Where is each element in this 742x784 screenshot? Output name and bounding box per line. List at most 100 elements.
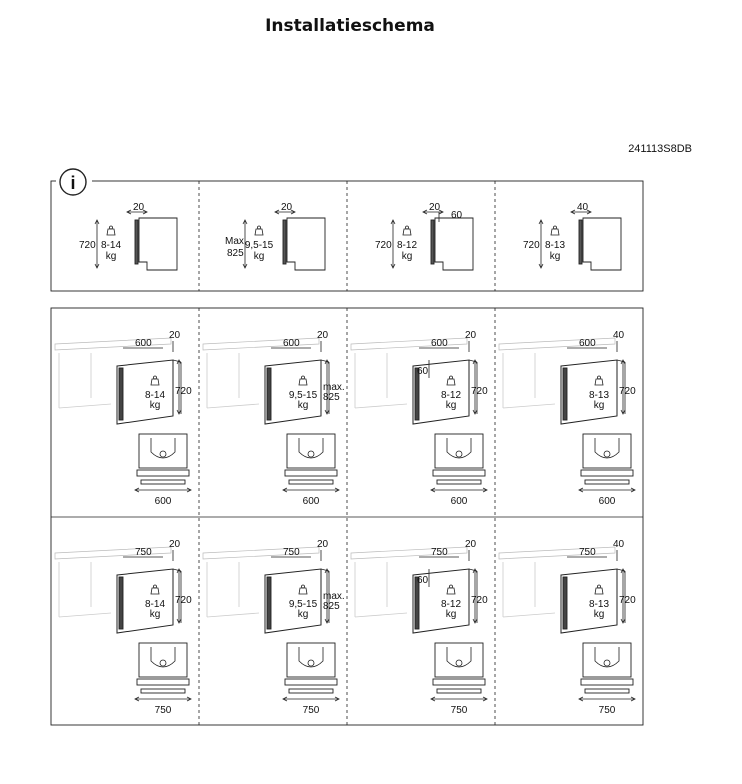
front-view-niche [138, 433, 188, 469]
front-view-base [284, 678, 338, 686]
front-view-base [432, 469, 486, 477]
appliance-door [562, 576, 568, 630]
niche-depth-label: 750 [283, 547, 300, 558]
door-panel [578, 219, 583, 265]
unit-label: kg [254, 251, 265, 262]
appliance-door [414, 576, 420, 630]
height-prefix-label: Max [225, 236, 244, 247]
appliance-door [266, 367, 272, 421]
arrow-head [630, 696, 636, 702]
weight-body [594, 378, 604, 386]
front-view-niche [434, 433, 484, 469]
door-panel [282, 219, 287, 265]
weight-ring [257, 225, 261, 230]
front-view-niche [286, 642, 336, 678]
unit-label: kg [446, 609, 457, 620]
arrow-head [242, 219, 248, 225]
weight-icon [254, 225, 264, 236]
appliance-door [118, 367, 124, 421]
top-gap-label: 40 [613, 539, 625, 550]
front-view-circle [307, 450, 315, 458]
info-icon: i [59, 168, 87, 196]
niche-width-label: 600 [155, 496, 172, 507]
front-view-base [136, 469, 190, 477]
arrow-head [186, 487, 192, 493]
height-label: 720 [471, 386, 488, 397]
unit-label: kg [150, 609, 161, 620]
front-view-niche [286, 433, 336, 469]
front-view-circle [455, 659, 463, 667]
weight-body [446, 378, 456, 386]
height-label: 720 [619, 386, 636, 397]
appliance-body [412, 359, 470, 425]
weight-label: 8-12 [441, 599, 461, 610]
countertop [498, 546, 616, 560]
arrow-head [324, 568, 330, 574]
weight-ring [109, 225, 113, 230]
weight-body [402, 228, 412, 236]
front-view-drum [594, 647, 620, 668]
top-gap-label: 40 [613, 330, 625, 341]
niche-width-label: 750 [155, 705, 172, 716]
arrow-head [482, 487, 488, 493]
door-panel [134, 219, 139, 265]
height-label: 825 [323, 392, 340, 403]
front-view-drum [594, 438, 620, 459]
weight-body [446, 587, 456, 595]
appliance-body [264, 359, 322, 425]
weight-label: 8-12 [397, 240, 417, 251]
arrow-head [630, 487, 636, 493]
height-label: 825 [323, 601, 340, 612]
height-label: 720 [523, 240, 540, 251]
countertop [54, 546, 172, 560]
countertop [350, 337, 468, 351]
front-view-base [432, 678, 486, 686]
arrow-head [620, 568, 626, 574]
weight-icon [594, 375, 604, 386]
weight-body [254, 228, 264, 236]
front-view-niche [434, 642, 484, 678]
front-view-plinth [436, 688, 482, 694]
arrow-head [324, 618, 330, 624]
height-label: 720 [471, 595, 488, 606]
niche-depth-label: 750 [579, 547, 596, 558]
weight-ring [553, 225, 557, 230]
countertop [54, 337, 172, 351]
unit-label: kg [402, 251, 413, 262]
cabinet-floor [58, 612, 112, 618]
front-view-drum [298, 647, 324, 668]
top-gap-label: 20 [465, 330, 477, 341]
appliance-door [118, 576, 124, 630]
unit-label: kg [150, 400, 161, 411]
weight-label: 9,5-15 [289, 599, 318, 610]
cabinet-floor [354, 403, 408, 409]
weight-label: 9,5-15 [245, 240, 274, 251]
door-panel [430, 219, 435, 265]
niche-width-label: 600 [303, 496, 320, 507]
front-view-plinth [584, 688, 630, 694]
front-view-plinth [584, 479, 630, 485]
front-view-circle [159, 659, 167, 667]
arrow-head [142, 209, 148, 215]
arrow-head [186, 696, 192, 702]
height-label: 720 [175, 595, 192, 606]
arrow-head [422, 209, 428, 215]
arrow-head [324, 359, 330, 365]
front-view-plinth [140, 688, 186, 694]
top-gap-label: 20 [317, 330, 329, 341]
arrow-head [274, 209, 280, 215]
front-view-drum [150, 647, 176, 668]
weight-icon [106, 225, 116, 236]
weight-body [594, 587, 604, 595]
weight-ring [597, 375, 601, 380]
appliance-door [266, 576, 272, 630]
weight-label: 8-14 [101, 240, 121, 251]
weight-label: 9,5-15 [289, 390, 318, 401]
info-icon-glyph: i [70, 173, 75, 193]
front-view-circle [307, 659, 315, 667]
height-label: 720 [79, 240, 96, 251]
page-title: Installatieschema [265, 16, 435, 36]
